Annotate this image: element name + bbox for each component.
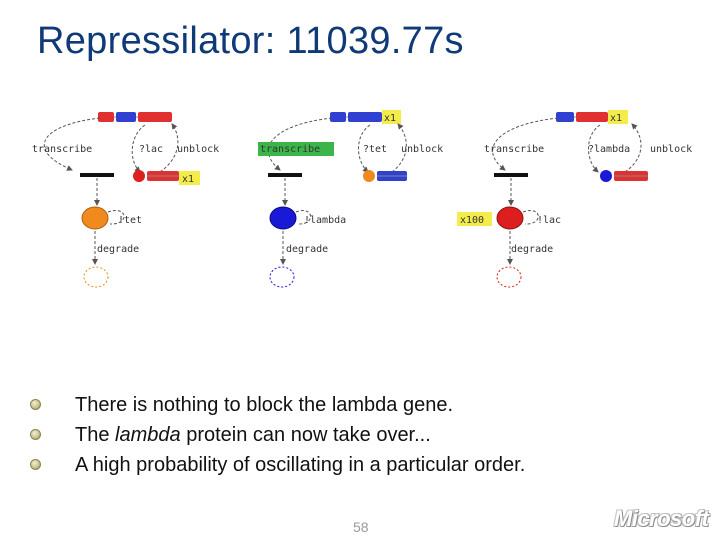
svg-text:x1: x1 <box>384 113 396 124</box>
dna-gene-top-3 <box>556 112 608 122</box>
promoter-bar <box>494 173 528 177</box>
condition-label: ?lac <box>139 144 163 155</box>
side-badge-3: x100 <box>457 212 492 226</box>
dna-gene-bound-3 <box>600 170 648 182</box>
protein-lambda-node <box>269 206 297 230</box>
unblock-label: unblock <box>177 144 219 155</box>
bullet-text: There is nothing to block the lambda gen… <box>75 394 454 416</box>
protein-label: !lambda <box>304 215 346 226</box>
protein-label: !lac <box>537 215 561 226</box>
dna-gene-top-1 <box>96 110 174 124</box>
transcribe-label: transcribe <box>484 144 544 155</box>
repressilator-diagram: transcribe ?lac unblock x1 !tet degrade <box>32 110 692 288</box>
unblock-label: unblock <box>650 144 692 155</box>
bullet-icon <box>30 459 41 470</box>
top-badge-2: x1 <box>382 110 401 124</box>
condition-label: ?lambda <box>588 144 630 155</box>
panel-tet: x1 transcribe ?tet unblock !lambda degra… <box>258 110 443 288</box>
bullet-item: The lambda protein can now take over... <box>30 422 525 452</box>
degraded-node <box>496 266 522 288</box>
bullet-item: A high probability of oscillating in a p… <box>30 452 525 482</box>
bullet-icon <box>30 399 41 410</box>
bullet-text: A high probability of oscillating in a p… <box>75 454 526 476</box>
panel-lac: transcribe ?lac unblock x1 !tet degrade <box>32 110 219 288</box>
dna-gene-bound-1 <box>133 170 179 182</box>
degraded-node <box>83 266 109 288</box>
svg-text:x1: x1 <box>182 174 194 185</box>
degrade-label: degrade <box>511 244 553 255</box>
degrade-label: degrade <box>97 244 139 255</box>
slide-title: Repressilator: 11039.77s <box>37 20 464 62</box>
bullet-list: There is nothing to block the lambda gen… <box>30 392 525 482</box>
dna-gene-top-2 <box>330 112 382 122</box>
promoter-bar <box>80 173 114 177</box>
protein-lac-node <box>496 206 524 230</box>
degrade-label: degrade <box>286 244 328 255</box>
svg-text:x100: x100 <box>460 215 484 226</box>
bullet-emphasis: lambda <box>115 424 181 446</box>
bullet-icon <box>30 429 41 440</box>
unblock-label: unblock <box>401 144 443 155</box>
protein-label: !tet <box>118 215 142 226</box>
microsoft-logo: Microsoft <box>614 506 709 531</box>
protein-tet-node <box>81 206 109 230</box>
transcribe-label: transcribe <box>32 144 92 155</box>
bullet-item: There is nothing to block the lambda gen… <box>30 392 525 422</box>
promoter-bar <box>268 173 302 177</box>
condition-label: ?tet <box>363 144 387 155</box>
dna-gene-bound-2 <box>363 170 407 182</box>
svg-text:x1: x1 <box>610 113 622 124</box>
panel-lambda: x1 transcribe ?lambda unblock x100 !lac … <box>457 110 692 288</box>
transcribe-highlight <box>258 142 334 156</box>
transcribe-label: transcribe <box>260 144 320 155</box>
page-number: 58 <box>353 519 369 535</box>
bullet-text-after: protein can now take over... <box>180 424 431 446</box>
top-badge-3: x1 <box>608 110 628 124</box>
degraded-node <box>269 266 295 288</box>
bullet-text-before: The <box>75 424 116 446</box>
side-badge-1: x1 <box>179 171 200 185</box>
